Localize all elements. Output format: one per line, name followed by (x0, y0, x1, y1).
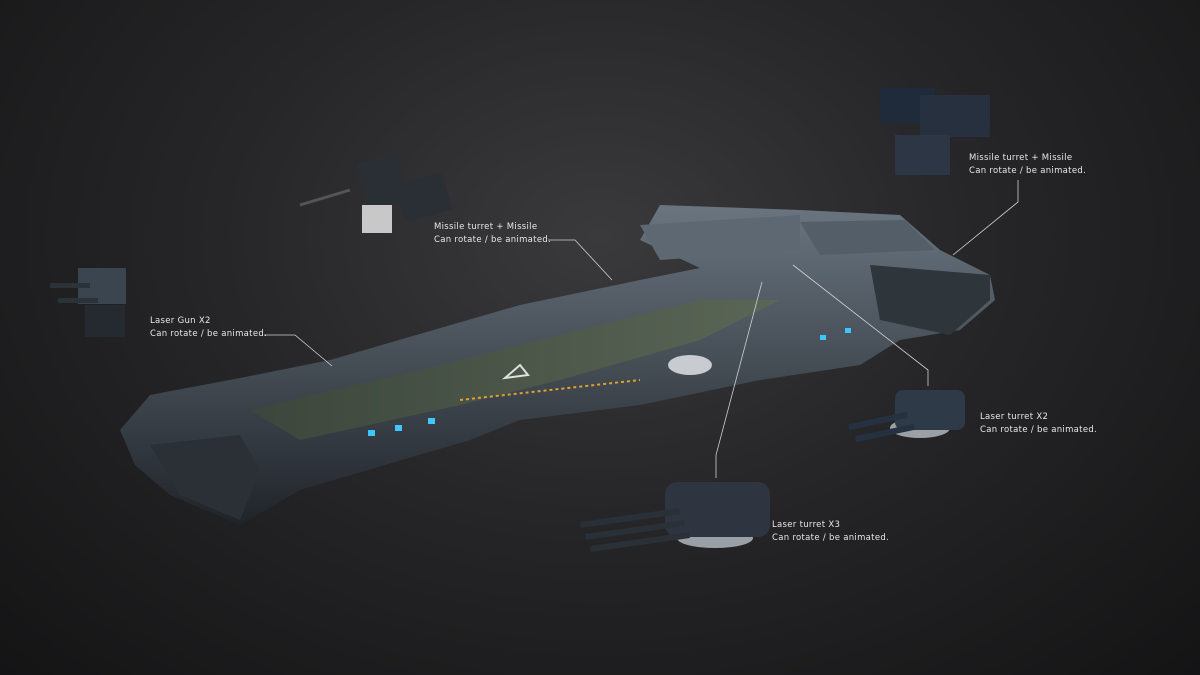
annotation-title: Laser turret X2 (980, 412, 1049, 422)
engine-glow-lights (368, 328, 851, 436)
annotation-subtitle: Can rotate / be animated. (434, 235, 552, 245)
annotation-title: Missile turret + Missile (969, 153, 1073, 163)
annotation-subtitle: Can rotate / be animated. (772, 533, 890, 543)
annotation-laser-turret-x3: Laser turret X3 Can rotate / be animated… (772, 519, 889, 545)
missile-turret-model-top-right (880, 88, 990, 175)
leader-line-laser-turret-x2 (792, 264, 929, 386)
leader-line-laser-turret-x3 (715, 281, 763, 478)
annotation-missile-turret-center: Missile turret + Missile Can rotate / be… (434, 221, 551, 247)
annotation-title: Laser turret X3 (772, 520, 841, 530)
laser-turret-x2-model (848, 390, 965, 443)
laser-gun-x2-model (50, 268, 126, 337)
annotation-subtitle: Can rotate / be animated. (150, 329, 268, 339)
battleship-model (120, 205, 995, 525)
leader-line-missile-center (548, 239, 613, 281)
annotation-subtitle: Can rotate / be animated. (969, 166, 1087, 176)
annotation-missile-turret-top-right: Missile turret + Missile Can rotate / be… (969, 152, 1086, 178)
annotation-title: Missile turret + Missile (434, 222, 538, 232)
laser-turret-x3-model (580, 482, 770, 552)
annotation-subtitle: Can rotate / be animated. (980, 425, 1098, 435)
annotation-laser-gun-x2: Laser Gun X2 Can rotate / be animated. (150, 315, 267, 341)
leader-line-missile-top-right (952, 180, 1019, 256)
leader-line-laser-gun (264, 334, 333, 367)
annotation-title: Laser Gun X2 (150, 316, 211, 326)
annotation-laser-turret-x2: Laser turret X2 Can rotate / be animated… (980, 411, 1097, 437)
missile-turret-model-center (299, 153, 453, 233)
